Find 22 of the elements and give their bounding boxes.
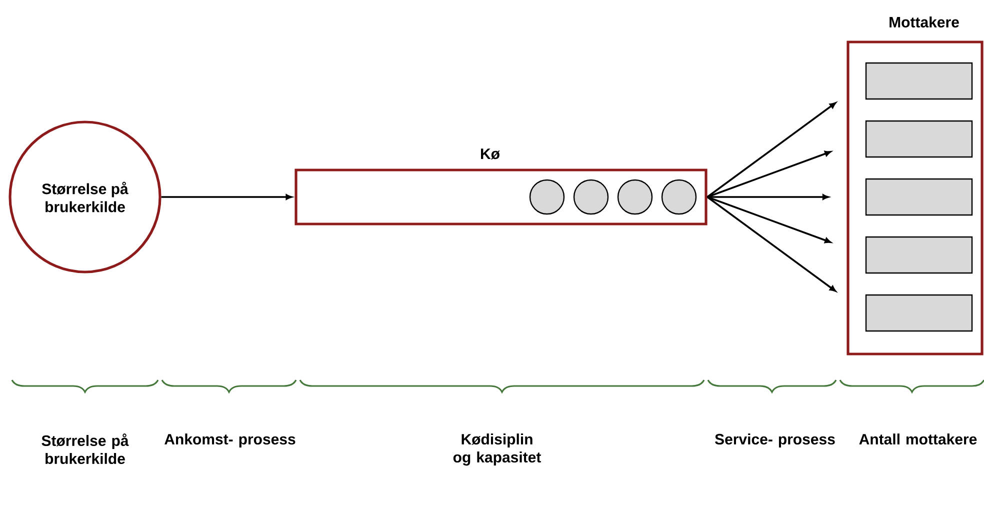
- category-label: Kødisiplin og kapasitet: [453, 434, 541, 466]
- queue-item-circle: [661, 179, 697, 215]
- category-label: Service- prosess: [715, 434, 835, 448]
- arrow: [161, 194, 292, 200]
- arrow: [707, 194, 829, 200]
- queue-item-circle: [617, 179, 653, 215]
- server-bar: [865, 62, 973, 100]
- server-bar: [865, 236, 973, 274]
- queue-item-circle: [529, 179, 565, 215]
- category-label: Størrelse på brukerkilde: [42, 434, 129, 464]
- heading: Kø: [481, 148, 500, 160]
- arrow: [707, 150, 832, 198]
- queue-item-circle: [573, 179, 609, 215]
- arrow: [706, 102, 836, 198]
- category-label: Antall mottakere: [859, 434, 977, 445]
- category-label: Ankomst- prosess: [164, 434, 296, 448]
- arrow: [706, 196, 836, 292]
- heading: Mottakere: [890, 16, 959, 28]
- server-bar: [865, 178, 973, 216]
- arrow: [707, 196, 832, 244]
- server-bar: [865, 294, 973, 332]
- server-bar: [865, 120, 973, 158]
